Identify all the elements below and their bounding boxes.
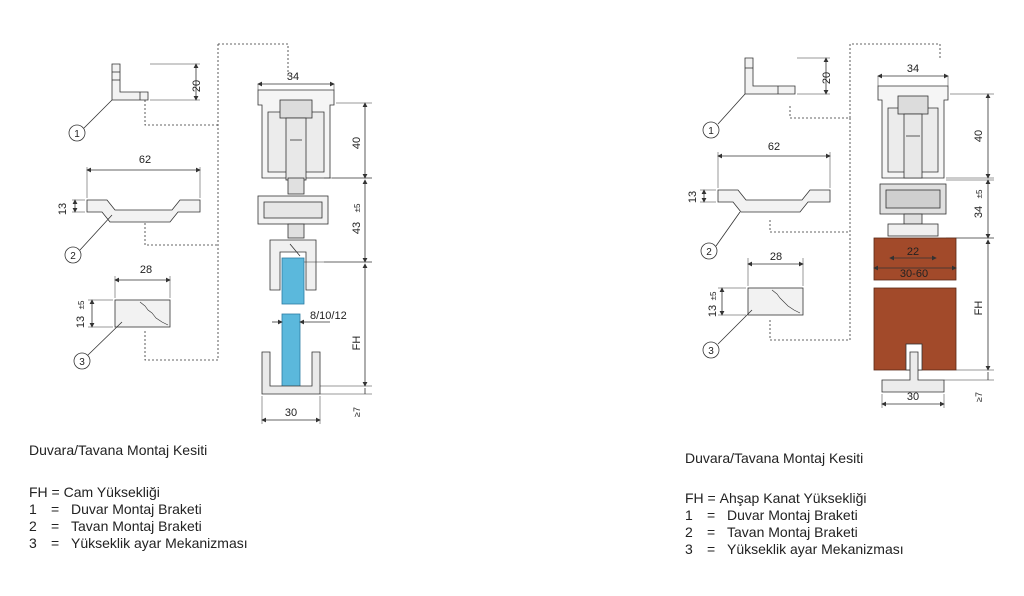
dim-tol-b-right: ±5 [709, 291, 718, 300]
dim-h34-right: 34 [973, 206, 985, 218]
left-caption: Duvara/Tavana Montaj Kesiti [29, 442, 208, 458]
callout-label-1: 1 [74, 129, 80, 140]
left-glass-lower [261, 261, 372, 424]
right-legend-eq: = [707, 507, 716, 523]
callout-circle-3-right [702, 341, 720, 359]
dim-gap: ≥7 [352, 407, 362, 417]
left-dimension-labels: 20 34 40 62 13 43 ±5 28 13 ±5 8/10/12 FH… [57, 71, 363, 419]
dim-bracket1-h-right: 20 [821, 72, 833, 84]
left-legend: FH = Cam Yüksekliği 1 = Duvar Montaj Brake… [29, 484, 248, 552]
dim-bracket1-h: 20 [191, 80, 203, 92]
right-legend-eq: = [707, 541, 716, 557]
wood-panel-top [873, 237, 957, 281]
right-dimension-labels: 20 34 40 62 13 34 ±5 22 30-60 28 13 ±5 F… [687, 63, 985, 403]
left-glass-clamp [269, 239, 317, 305]
callout-label-2-right: 2 [706, 247, 712, 258]
left-carriage [257, 177, 372, 263]
right-track [877, 73, 994, 179]
callout-label-2: 2 [70, 251, 76, 262]
left-legend-key: 2 [29, 518, 37, 534]
dim-h43: 43 [351, 222, 363, 234]
left-legend-key: 1 [29, 501, 37, 517]
right-diagram [700, 43, 994, 408]
dim-bottom-right: 30 [907, 391, 919, 403]
dim-w28: 28 [140, 264, 152, 276]
left-legend-fh: FH = Cam Yüksekliği [29, 484, 248, 501]
right-carriage [879, 179, 994, 239]
dim-glass: 8/10/12 [310, 310, 347, 322]
callout-label-3: 3 [79, 357, 85, 368]
right-legend-text: Yükseklik ayar Mekanizması [727, 541, 904, 557]
left-legend-eq: = [51, 535, 60, 551]
callout-label-1-right: 1 [708, 126, 714, 137]
left-legend-eq: = [51, 518, 60, 534]
callout-label-3-right: 3 [708, 346, 714, 357]
dim-h13: 13 [57, 203, 69, 215]
left-legend-eq: = [51, 501, 60, 517]
left-legend-item: 2 = Tavan Montaj Braketi [29, 518, 248, 535]
left-legend-key: 3 [29, 535, 37, 551]
ceiling-bracket-2 [72, 167, 201, 223]
dim-w22-right: 22 [907, 246, 919, 258]
dim-h40-right: 40 [973, 130, 985, 142]
right-callouts: 1 2 3 [700, 121, 720, 359]
height-adjust-3 [88, 276, 171, 328]
dim-h40: 40 [351, 137, 363, 149]
right-legend-fh-text: Ahşap Kanat Yüksekliği [719, 490, 867, 506]
left-legend-fh-text: Cam Yüksekliği [63, 484, 160, 500]
dim-bottom: 30 [285, 407, 297, 419]
right-legend-text: Duvar Montaj Braketi [727, 507, 858, 523]
dim-tol-b: ±5 [77, 300, 86, 309]
left-legend-fh-eq: = [47, 484, 64, 500]
left-callouts: 1 2 3 [64, 124, 91, 370]
right-legend-item: 3 = Yükseklik ayar Mekanizması [685, 541, 904, 558]
dim-h13-right: 13 [687, 191, 699, 203]
height-adjust-3-right [718, 258, 804, 316]
left-legend-text: Duvar Montaj Braketi [71, 501, 202, 517]
left-legend-fh-key: FH [29, 484, 48, 500]
right-legend-fh-eq: = [703, 490, 720, 506]
dim-w3060-right: 30-60 [900, 268, 928, 280]
wall-bracket-1 [111, 63, 200, 101]
callout-circle-3 [73, 352, 91, 370]
dim-width-top-right: 34 [907, 63, 919, 75]
dim-h13b: 13 [75, 316, 87, 328]
dim-fh: FH [351, 336, 363, 351]
left-legend-item: 1 = Duvar Montaj Braketi [29, 501, 248, 518]
callout-circle-2-right [700, 242, 718, 260]
left-legend-text: Tavan Montaj Braketi [71, 518, 202, 534]
dim-w28-right: 28 [770, 251, 782, 263]
left-legend-item: 3 = Yükseklik ayar Mekanizması [29, 535, 248, 552]
dim-width-top: 34 [287, 71, 299, 83]
right-legend-fh: FH = Ahşap Kanat Yüksekliği [685, 490, 904, 507]
left-track [257, 81, 372, 181]
dim-fh-right: FH [973, 301, 985, 316]
right-legend-fh-key: FH [685, 490, 704, 506]
right-legend-eq: = [707, 524, 716, 540]
ceiling-bracket-2-right [700, 152, 831, 213]
right-legend-key: 1 [685, 507, 693, 523]
right-legend-key: 2 [685, 524, 693, 540]
callout-circle-1-right [702, 121, 720, 139]
left-diagram [72, 43, 372, 424]
right-legend: FH = Ahşap Kanat Yüksekliği 1 = Duvar Mont… [685, 490, 904, 558]
dim-h13b-right: 13 [707, 305, 719, 317]
dim-w62: 62 [139, 154, 151, 166]
right-legend-item: 1 = Duvar Montaj Braketi [685, 507, 904, 524]
dim-tol-a-right: ±5 [975, 189, 984, 198]
callout-circle-1 [68, 124, 86, 142]
wood-panel-bottom [873, 237, 994, 408]
left-legend-text: Yükseklik ayar Mekanizması [71, 535, 248, 551]
dim-w62-right: 62 [768, 141, 780, 153]
wall-bracket-1-right [744, 57, 830, 95]
right-legend-item: 2 = Tavan Montaj Braketi [685, 524, 904, 541]
dim-tol-a: ±5 [353, 203, 362, 212]
callout-circle-2 [64, 246, 82, 264]
right-legend-key: 3 [685, 541, 693, 557]
right-caption: Duvara/Tavana Montaj Kesiti [685, 450, 864, 466]
dim-gap-right: ≥7 [974, 392, 984, 402]
right-legend-text: Tavan Montaj Braketi [727, 524, 858, 540]
